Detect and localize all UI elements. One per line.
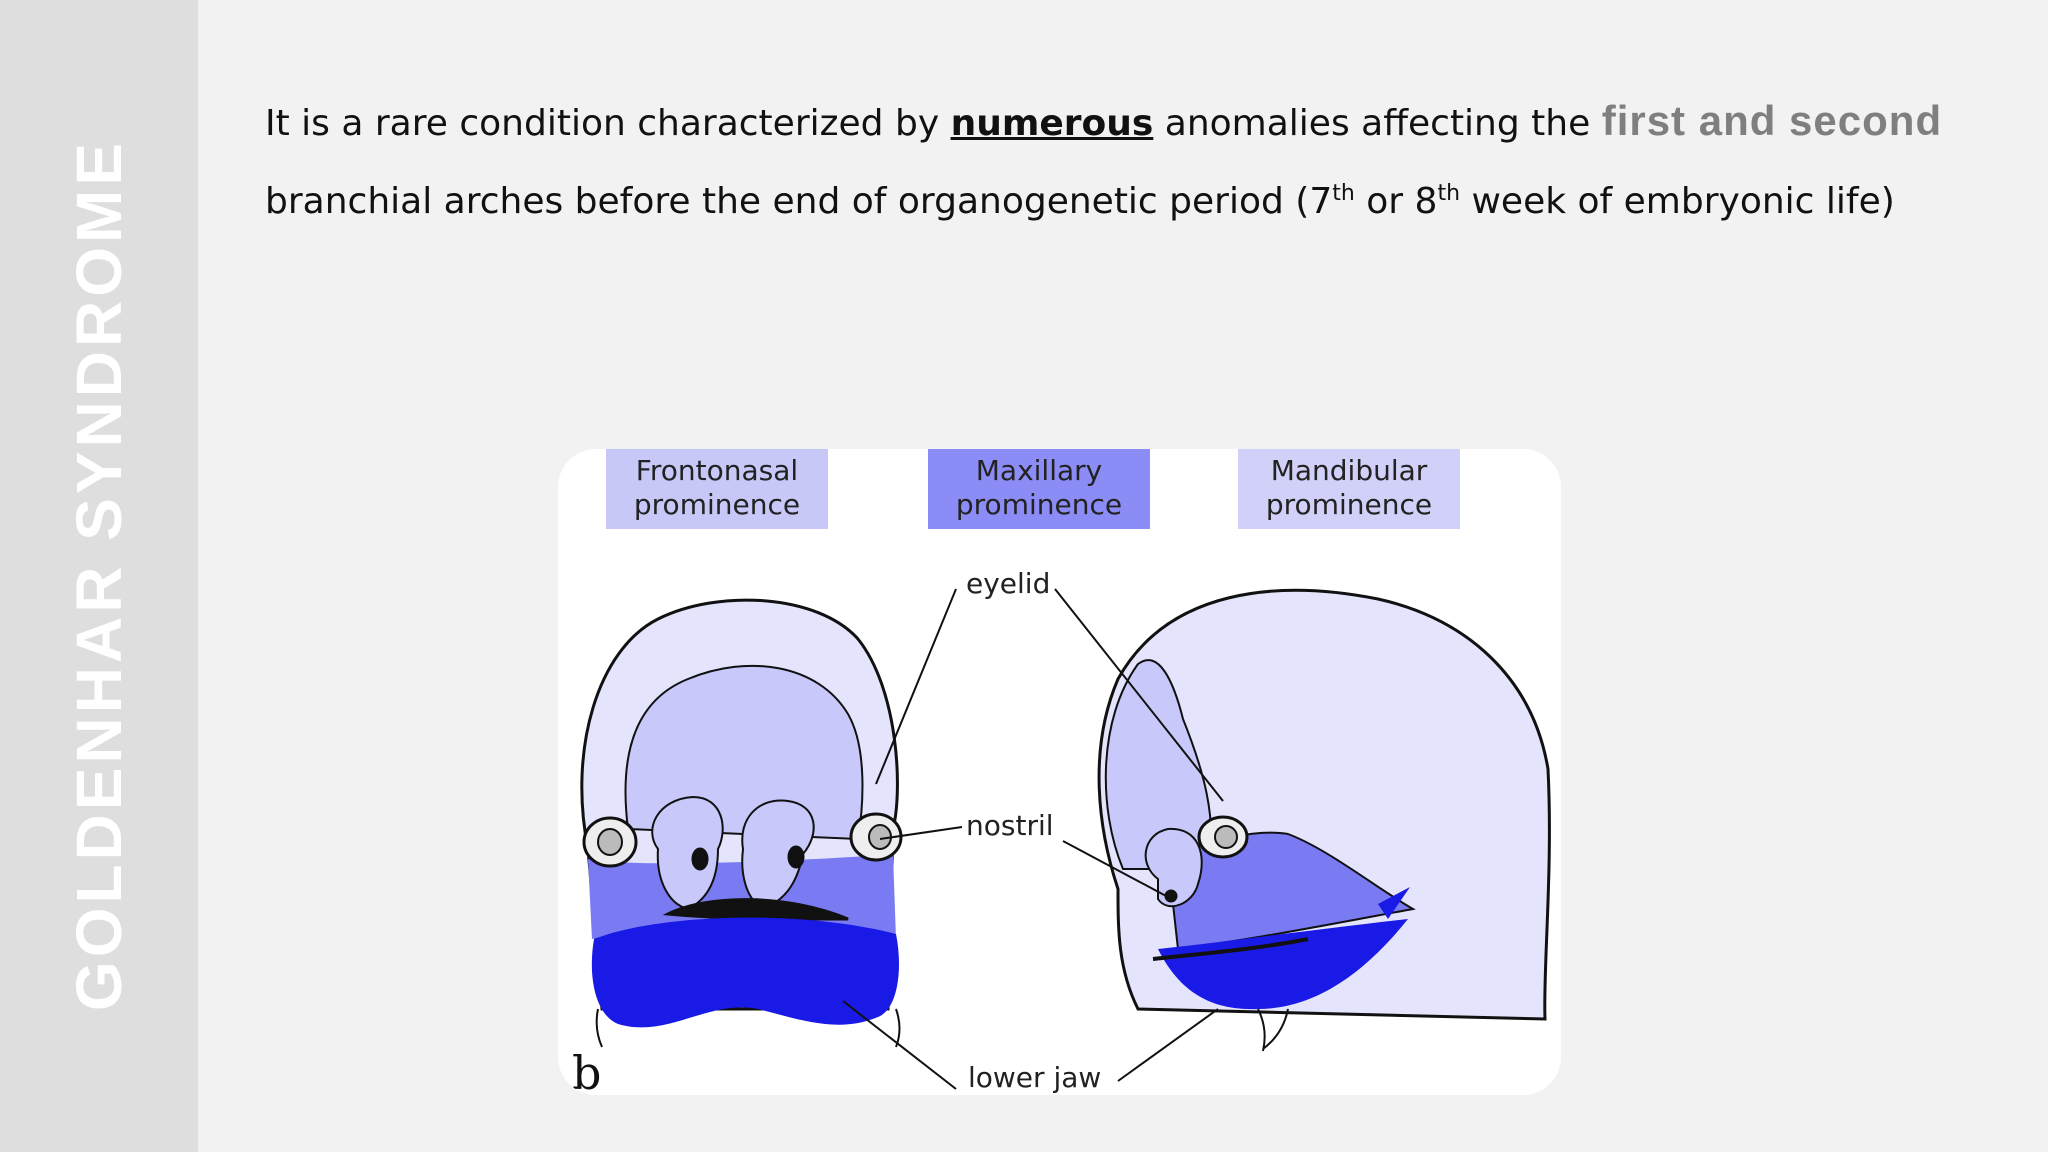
legend-maxillary: Maxillary prominence [928, 449, 1150, 529]
intro-text-5: week of embryonic life) [1460, 181, 1895, 222]
label-nostril: nostril [966, 809, 1054, 842]
legend-label-mandibular-2: prominence [1266, 488, 1432, 521]
sidebar-title: GOLDENHAR SYNDROME [63, 138, 135, 1012]
legend-swatch-mandibular [1238, 449, 1460, 529]
label-eyelid: eyelid [966, 567, 1050, 600]
intro-emphasis-arches: first and second [1601, 97, 1943, 144]
intro-emphasis-numerous: numerous [950, 103, 1154, 144]
label-lower-jaw: lower jaw [968, 1061, 1101, 1094]
label-panel-b: b [572, 1046, 601, 1095]
embryo-face-figure: Frontonasal prominence Maxillary promine… [558, 449, 1561, 1095]
legend-label-maxillary-1: Maxillary [976, 454, 1102, 487]
intro-text-4: or 8 [1354, 181, 1438, 222]
intro-text-1: It is a rare condition characterized by [265, 103, 951, 144]
intro-sup-2: th [1437, 181, 1461, 206]
legend-swatch-maxillary [928, 449, 1150, 529]
front-view-face [580, 598, 903, 1048]
intro-sup-1: th [1332, 181, 1355, 206]
legend-label-frontonasal-2: prominence [634, 488, 800, 521]
legend-label-maxillary-2: prominence [956, 488, 1122, 521]
leader-lines [842, 588, 1224, 1090]
intro-text-2: anomalies affecting the [1153, 103, 1602, 144]
intro-paragraph: It is a rare condition characterized by … [265, 82, 2005, 241]
side-view-face [1097, 588, 1551, 1052]
legend-mandibular: Mandibular prominence [1238, 449, 1460, 529]
embryo-face-diagram: Frontonasal prominence Maxillary promine… [572, 449, 1551, 1095]
legend-label-mandibular-1: Mandibular [1271, 454, 1428, 487]
intro-text-3: branchial arches before the end of organ… [265, 181, 1333, 222]
legend-swatch-frontonasal [606, 449, 828, 529]
legend-label-frontonasal-1: Frontonasal [636, 454, 798, 487]
legend-frontonasal: Frontonasal prominence [606, 449, 828, 529]
sidebar: GOLDENHAR SYNDROME [0, 0, 198, 1152]
